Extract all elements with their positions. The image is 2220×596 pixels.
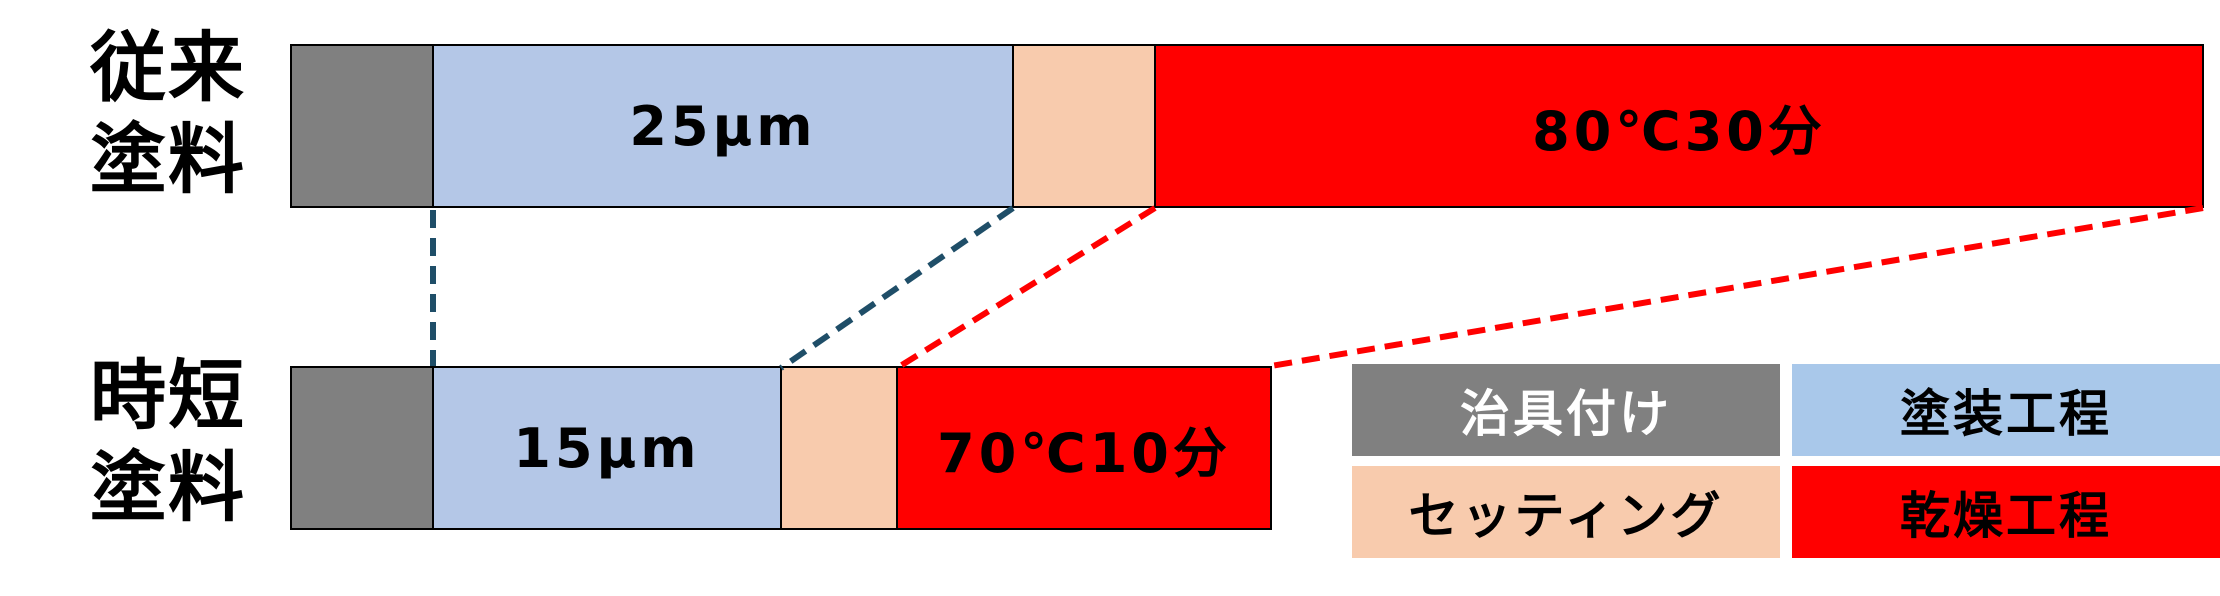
conventional-coating-label: 25μm: [629, 94, 817, 158]
connector-setting: [895, 205, 1157, 371]
legend-coating: 塗装工程: [1792, 364, 2220, 456]
conventional-paint-label: 従来 塗料: [90, 22, 270, 206]
quick-drying-segment: 70℃10分: [896, 366, 1272, 530]
legend-jig: 治具付け: [1352, 364, 1780, 456]
conventional-coating-segment: 25μm: [432, 44, 1014, 208]
quick-label-line1: 時短: [90, 351, 246, 440]
conventional-setting-segment: [1012, 44, 1156, 208]
conventional-label-line1: 従来: [90, 23, 246, 112]
conventional-drying-segment: 80℃30分: [1154, 44, 2204, 208]
legend-coating-label: 塗装工程: [1900, 385, 2112, 443]
quick-coating-label: 15μm: [513, 416, 701, 480]
legend-setting: セッティング: [1352, 466, 1780, 558]
legend-jig-label: 治具付け: [1460, 385, 1672, 443]
conventional-label-line2: 塗料: [90, 115, 246, 204]
legend-drying: 乾燥工程: [1792, 466, 2220, 558]
legend-setting-label: セッティング: [1408, 487, 1724, 545]
legend-drying-label: 乾燥工程: [1900, 487, 2112, 545]
conventional-drying-label: 80℃30分: [1532, 99, 1826, 163]
quick-label-line2: 塗料: [90, 443, 246, 532]
quick-drying-label: 70℃10分: [937, 421, 1231, 485]
quick-coating-segment: 15μm: [432, 366, 782, 530]
conventional-jig-segment: [290, 44, 434, 208]
connector-coating: [779, 205, 1015, 371]
connector-drying: [1270, 205, 2204, 369]
quick-paint-label: 時短 塗料: [90, 350, 270, 534]
